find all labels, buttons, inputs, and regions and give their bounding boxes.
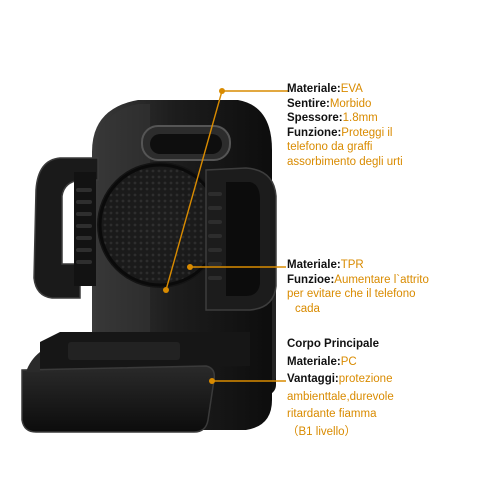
body-advantages-value-3: ritardante fiamma [287,408,377,420]
left-arm [33,157,99,299]
tpr-material-label: Materiale: [287,259,341,271]
body-advantages-value-2: ambienttale,durevole [287,390,394,403]
eva-material-value: EVA [340,83,363,95]
tpr-function-label: Funzioe: [287,273,335,286]
callout-line-eva-pointer [165,90,223,291]
body-material-label: Materiale: [287,355,341,368]
eva-function-value-1: Proteggi il [341,126,393,139]
body-level-text: （B1 livello） [287,425,357,438]
body-material-value: PC [340,355,357,368]
eva-thickness-row: Spessore:1.8mm [287,111,403,126]
tpr-function-value-1: Aumentare l`attrito [334,273,429,286]
tpr-material-row: Materiale:TPR [287,258,429,273]
eva-material-row: Materiale:EVA [287,82,403,97]
body-advantages-value-1: protezione [338,373,393,385]
tpr-function-value-2: per evitare che il telefono [287,288,416,300]
tpr-function-row: Funzioe:Aumentare l`attrito [287,273,429,288]
callout-lines [165,90,288,382]
callout-dot-eva [219,88,225,94]
callout-dot-body [209,378,215,384]
body-heading: Corpo Principale [287,338,380,350]
body-material-row: Materiale:PC [287,355,394,370]
callout-dots [163,88,225,384]
body-advantages-label: Vantaggi: [287,373,339,385]
eva-pad [97,162,223,288]
eva-feel-value: Morbido [329,97,372,110]
callout-tpr: Materiale:TPR Funzioe:Aumentare l`attrit… [287,258,429,316]
eva-thickness-label: Spessore: [287,112,343,124]
tpr-material-value: TPR [340,259,364,271]
eva-function-label: Funzione: [287,126,342,139]
bottom-foot [21,332,250,433]
eva-thickness-value: 1.8mm [342,112,378,124]
eva-material-label: Materiale: [287,83,341,95]
body-advantages-row: Vantaggi:protezione [287,372,394,387]
callout-main-body: Corpo Principale Materiale:PC Vantaggi:p… [287,337,394,439]
eva-feel-label: Sentire: [287,97,330,110]
eva-function-value-2: telefono da graffi [287,141,373,153]
tpr-function-value-3: cada [295,302,320,315]
callout-dot-tpr [187,264,193,270]
callout-dot-pad [163,287,169,293]
eva-function-row: Funzione:Proteggi il [287,126,403,141]
callout-eva: Materiale:EVA Sentire:Morbido Spessore:1… [287,82,403,169]
right-arm [205,167,277,311]
eva-feel-row: Sentire:Morbido [287,97,403,112]
eva-function-value-3: assorbimento degli urti [287,155,403,168]
